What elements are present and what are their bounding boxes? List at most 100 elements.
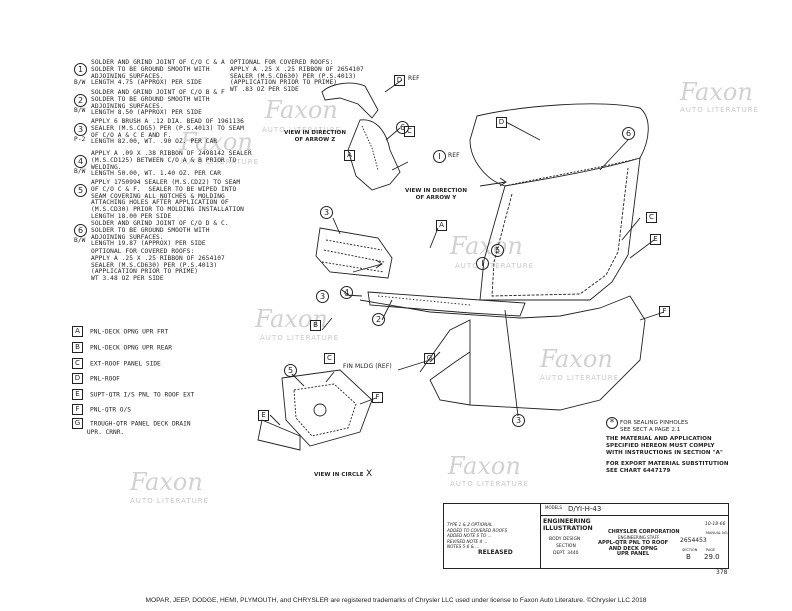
pinhole-asterisk-icon: * <box>606 417 618 429</box>
callout-c-low: C <box>324 353 335 364</box>
callout-6-right: 6 <box>622 127 635 140</box>
view-z-part <box>321 82 379 119</box>
note-number-1: 1 <box>74 63 87 76</box>
circle-x-inner <box>293 383 357 437</box>
legend-label: PNL-DECK OPNG UPR FRT <box>90 328 169 336</box>
eng-illustration: ENGINEERING ILLUSTRATION <box>543 518 593 532</box>
optional-note-1: OPTIONAL FOR COVERED ROOFS: APPLY A .25 … <box>230 59 364 94</box>
legend-label: EXT-ROOF PANEL SIDE <box>90 360 161 368</box>
callout-3-left: 3 <box>320 206 333 219</box>
note-2-text: SOLDER AND GRIND JOINT OF C/O B & F SOLD… <box>91 89 225 117</box>
callout-e-right: E <box>650 234 661 245</box>
watermark-logo: Faxon <box>450 232 523 260</box>
callout-3-low: 3 <box>512 414 525 427</box>
legend-label: SUPT-QTR I/S PNL TO ROOF EXT <box>90 391 195 399</box>
callout-5-low: 5 <box>284 364 297 377</box>
section-value: B <box>686 553 691 561</box>
view-z-lower <box>347 119 401 191</box>
note-number-2: 2 <box>74 94 87 107</box>
section-3-part <box>315 227 393 279</box>
watermark-logo: Faxon <box>265 96 338 124</box>
eng-staff: ENGINEERING STAFF <box>618 535 660 540</box>
body-design: BODY DESIGN <box>549 537 581 542</box>
note-6-text: SOLDER AND GRIND JOINT OF C/O D & C. SOL… <box>91 220 229 248</box>
models-label: MODELS <box>545 505 562 510</box>
callout-2-mid: 2 <box>372 313 385 326</box>
callout-6-top: 6 <box>396 121 409 134</box>
note-2-side: B/W <box>74 107 86 114</box>
note-5-text: APPLY 1750994 SEALER (M.S.CD22) TO SEAM … <box>91 179 245 220</box>
roof-side-panel <box>479 157 641 301</box>
legend-row-f: F PNL-QTR O/S <box>72 404 131 415</box>
legend-label: PNL-QTR O/S <box>90 406 131 414</box>
quarter-lower <box>419 319 471 405</box>
dept-label: DEPT. 3440 <box>553 551 579 556</box>
note-number-5: 5 <box>74 184 87 197</box>
callout-5-mid: 5 <box>491 244 504 257</box>
revision-list: TYPE 1 & 2 OPTIONAL ADDED TO COVERED ROO… <box>447 522 507 550</box>
watermark-sub: AUTO LITERATURE <box>260 334 340 342</box>
view-circle-x-label: VIEW IN CIRCLE <box>314 472 364 478</box>
ref-i-label: REF <box>448 152 460 159</box>
callout-e-low: E <box>258 410 269 421</box>
callout-b-mid: B <box>310 320 321 331</box>
callout-c-right: C <box>646 212 657 223</box>
title-divider-v <box>540 503 541 569</box>
deck-panel-a-holes <box>377 295 471 306</box>
section-3-ridges <box>321 239 385 273</box>
footer-trademark: MOPAR, JEEP, DODGE, HEMI, PLYMOUTH, and … <box>145 597 647 604</box>
legend-label: PNL-ROOF <box>90 375 120 383</box>
note-6-side: B/W <box>74 237 86 244</box>
watermark-sub: AUTO LITERATURE <box>680 106 760 114</box>
quarter-window-opening <box>491 167 629 297</box>
watermark-sub: AUTO LITERATURE <box>450 480 530 488</box>
callout-d-roof: D <box>496 117 507 128</box>
callout-a-top: A <box>344 150 355 161</box>
watermark-sub: AUTO LITERATURE <box>130 497 210 505</box>
callout-d-ref: D <box>394 75 405 86</box>
revision-item: TYPE 1 & 2 OPTIONAL <box>447 522 493 527</box>
watermark-sub: AUTO LITERATURE <box>262 126 342 134</box>
callout-f-low: F <box>372 392 383 403</box>
note-number-4: 4 <box>74 155 87 168</box>
watermark-logo: Faxon <box>448 452 521 480</box>
page-value: 29.0 <box>704 553 720 561</box>
optional-note-6: OPTIONAL FOR COVERED ROOFS: APPLY A .25 … <box>91 248 225 283</box>
callout-3-mid: 3 <box>316 290 329 303</box>
note-4-side: B/W <box>74 168 86 175</box>
circle-x-flange <box>257 419 301 451</box>
legend-key: B <box>72 342 83 353</box>
section-header: SECTION <box>682 548 698 552</box>
ref-d-label: REF <box>408 75 420 82</box>
watermark-sub: AUTO LITERATURE <box>540 374 620 382</box>
sheet-number: 378 <box>716 569 728 576</box>
chrysler-corp: CHRYSLER CORPORATION <box>608 529 680 535</box>
page-header: PAGE <box>706 548 716 552</box>
watermark-logo: Faxon <box>680 78 753 106</box>
quarter-panel <box>359 295 646 411</box>
revision-item: ADDED NOTE S TO ... <box>447 533 492 538</box>
legend-key: D <box>72 373 83 384</box>
view-arrow-y-label: VIEW IN DIRECTION OF ARROW Y <box>405 188 468 201</box>
callout-g: G <box>424 353 435 364</box>
legend-key: C <box>72 358 83 369</box>
view-circle-x-letter: X <box>366 469 373 479</box>
export-note: FOR EXPORT MATERIAL SUBSTITUTION SEE CHA… <box>606 461 729 474</box>
drawing-title: APPL-QTR PNL TO ROOF AND DECK OPNG UPR P… <box>598 540 669 558</box>
section-label: SECTION <box>556 544 576 549</box>
note-4-text: APPLY A .09 X .38 RIBBON OF 2498142 SEAL… <box>91 150 252 178</box>
material-note: THE MATERIAL AND APPLICATION SPECIFIED H… <box>606 436 723 456</box>
view-arrow-z-label: VIEW IN DIRECTION OF ARROW Z <box>284 130 347 143</box>
circle-x-detail <box>281 369 373 447</box>
callout-f-right: F <box>659 306 670 317</box>
revision-item: ADDED TO COVERED ROOFS <box>447 527 508 533</box>
watermark-logo: Faxon <box>130 468 203 496</box>
revision-item: REVISED NOTE 4 ... <box>447 538 488 544</box>
roof-edge-seam <box>504 157 641 187</box>
legend-key: E <box>72 389 83 400</box>
legend-key: F <box>72 404 83 415</box>
callout-4: 4 <box>340 286 353 299</box>
